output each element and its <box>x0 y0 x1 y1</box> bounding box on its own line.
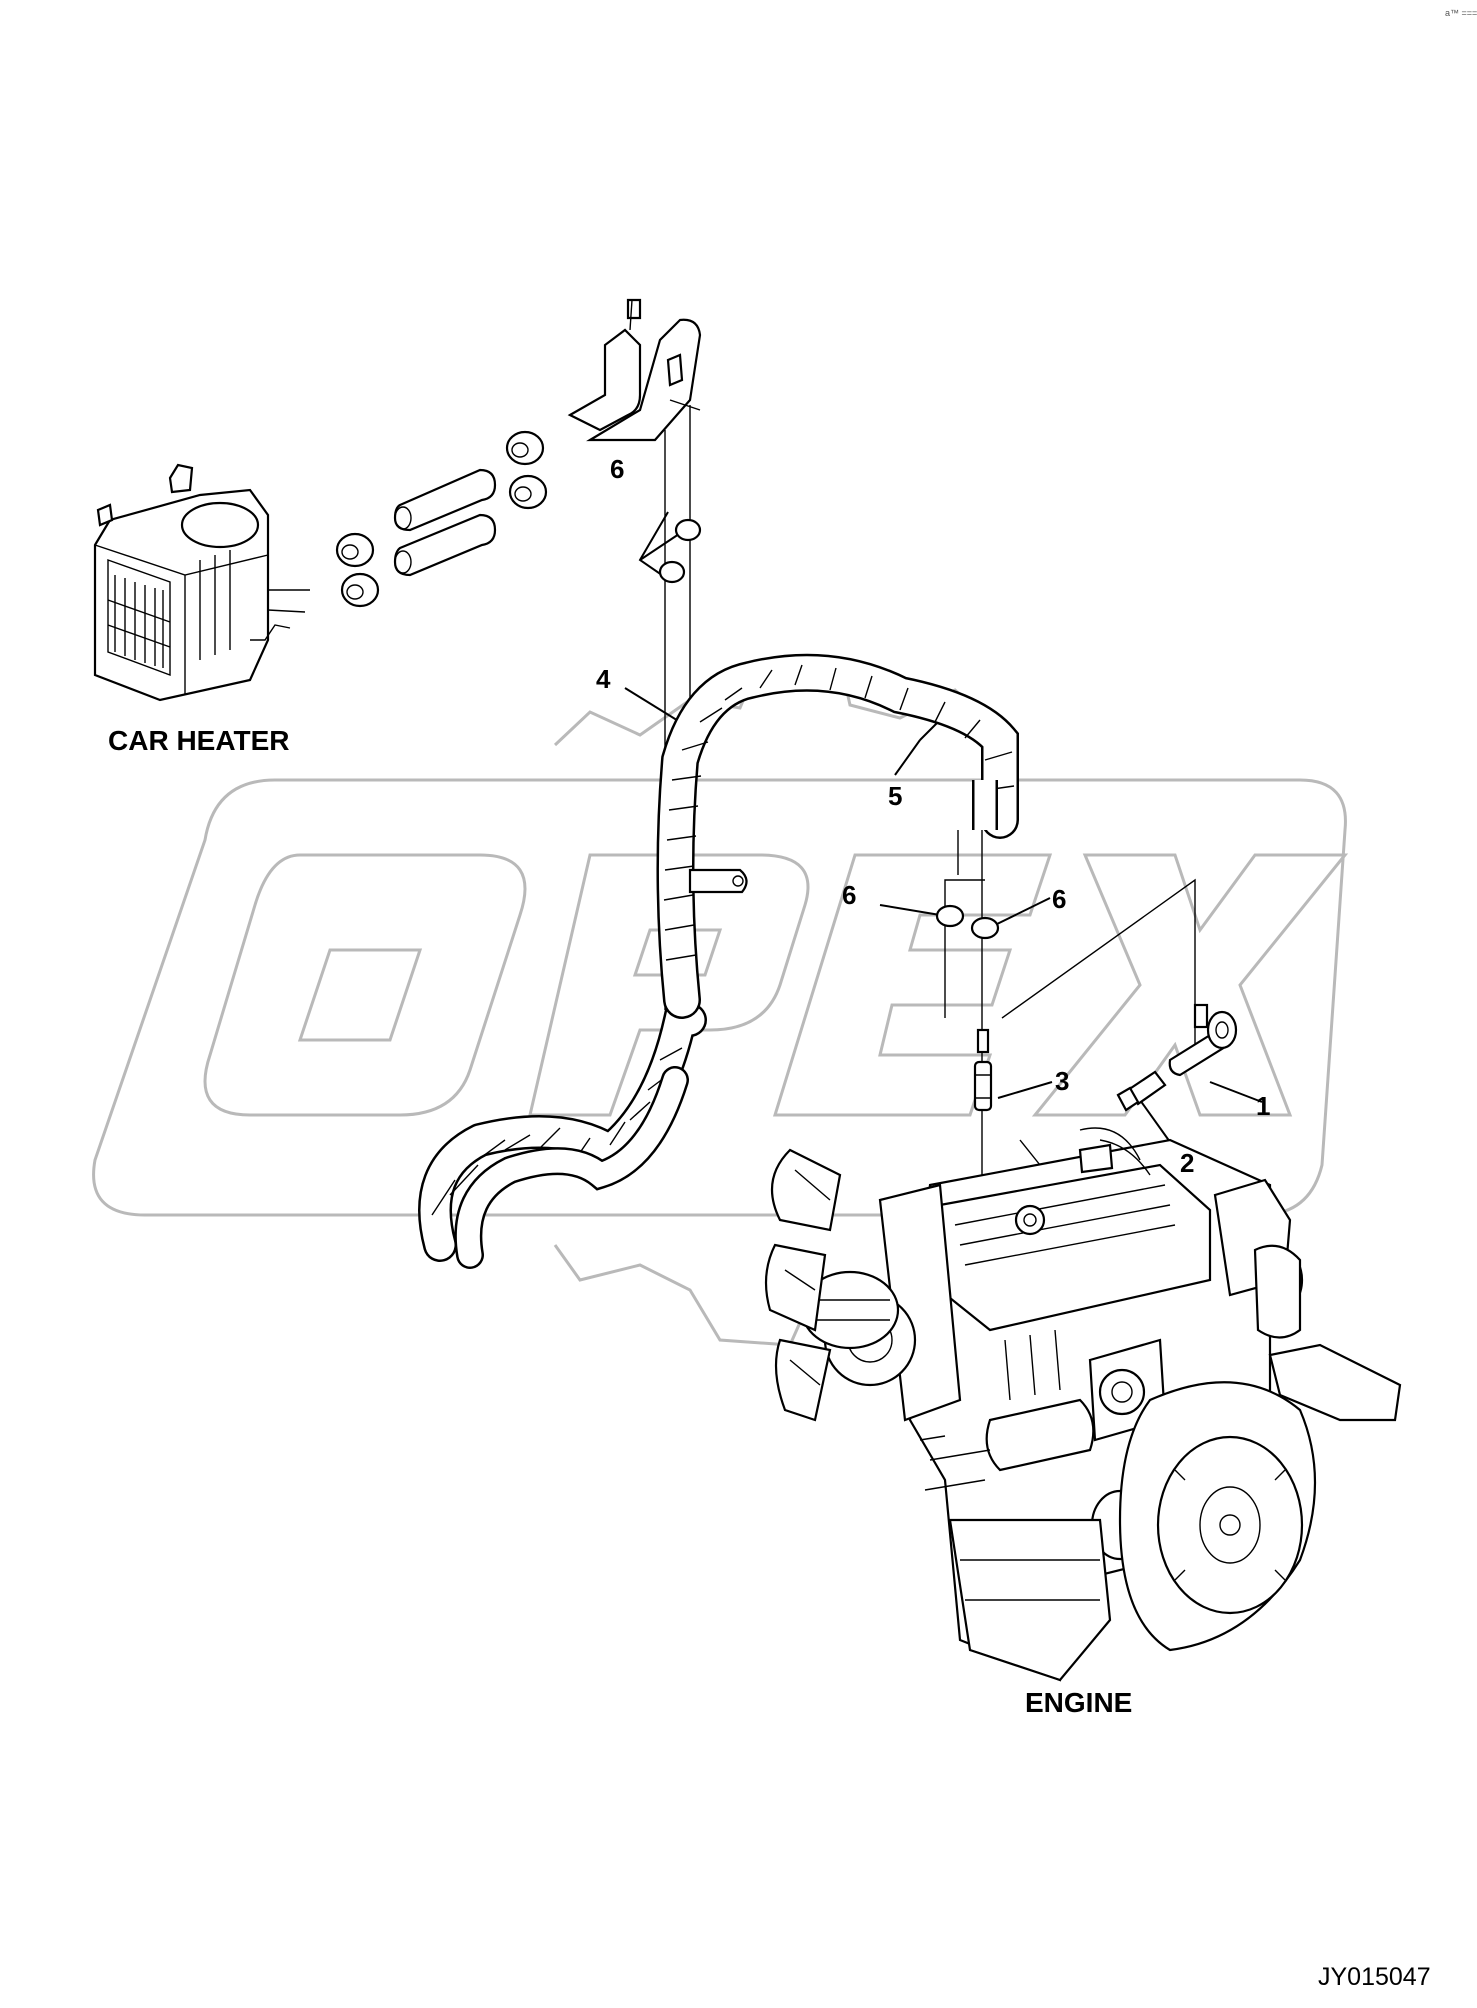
drawing-code: JY015047 <box>1318 1963 1431 1991</box>
callout-6-top: 6 <box>610 454 624 484</box>
car-heater-caption: CAR HEATER <box>108 725 289 756</box>
short-hose <box>393 513 497 577</box>
callout-5: 5 <box>888 781 902 811</box>
hose-clamp <box>340 572 380 608</box>
callout-leaders <box>624 511 1263 1143</box>
corner-mark: a™ === <box>1445 8 1477 18</box>
hose-clamp <box>508 474 548 510</box>
engine-fan <box>764 1148 842 1422</box>
watermark-letter-p <box>528 853 810 1117</box>
heater-grille <box>107 559 171 677</box>
hose-support-bracket <box>688 868 748 894</box>
watermark-letter-x <box>1031 853 1349 1117</box>
callout-3: 3 <box>1055 1066 1069 1096</box>
watermark-letter-e <box>772 853 1053 1117</box>
hose-clamp <box>505 430 545 466</box>
callout-4: 4 <box>596 664 611 694</box>
short-hose <box>393 468 497 532</box>
car-heater-unit <box>93 463 310 702</box>
callout-numbers: 1 2 3 4 5 6 6 6 <box>596 454 1270 1178</box>
callout-6-left: 6 <box>842 880 856 910</box>
pipe-lines <box>664 399 983 1180</box>
fitting-1-elbow-valve <box>1168 1003 1238 1077</box>
watermark-letter-o <box>203 853 527 1117</box>
clamp-6-lower <box>935 904 1000 940</box>
engine-flywheel <box>1118 1381 1317 1652</box>
callout-6-right: 6 <box>1052 884 1066 914</box>
callout-2: 2 <box>1180 1148 1194 1178</box>
fitting-3-nipple <box>973 1028 993 1112</box>
heater-hose-4 <box>418 653 1019 1269</box>
engine-assembly <box>764 1127 1402 1682</box>
callout-1: 1 <box>1256 1091 1270 1121</box>
engine-caption: ENGINE <box>1025 1687 1132 1718</box>
watermark-plate-outline <box>92 778 1347 1217</box>
fitting-2-adapter <box>1116 1070 1167 1112</box>
upper-hose-kit <box>335 298 702 608</box>
clamp-6-upper <box>658 518 702 584</box>
hose-clamp <box>335 532 375 568</box>
